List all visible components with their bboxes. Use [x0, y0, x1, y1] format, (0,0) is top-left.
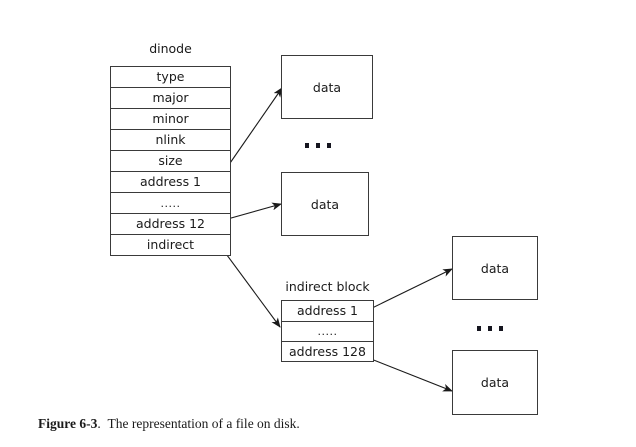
indirect-row-ellipsis: ..... [282, 322, 373, 342]
dinode-row-size[interactable]: size [111, 151, 230, 172]
arrow-indirect-to-indirect-block [220, 246, 281, 328]
data-block-2[interactable]: data [281, 172, 369, 236]
ellipsis-dot [316, 143, 320, 148]
data-block-3[interactable]: data [452, 236, 538, 300]
dinode-row-address-1[interactable]: address 1 [111, 172, 230, 193]
figure-caption-text: The representation of a file on disk. [107, 416, 300, 431]
dinode-row-indirect[interactable]: indirect [146, 237, 195, 253]
ellipsis-dot [305, 143, 309, 148]
indirect-block-title: indirect block [285, 279, 370, 294]
indirect-row-address-1[interactable]: address 1 [282, 301, 373, 322]
dinode-row-nlink[interactable]: nlink [111, 130, 230, 151]
figure-caption-separator: . [97, 416, 101, 431]
direct-blocks-ellipsis [305, 143, 331, 148]
arrow-address12-to-data2 [223, 202, 282, 221]
ellipsis-dot [488, 326, 492, 331]
dinode-table: type major minor nlink size address 1 ..… [110, 66, 231, 256]
indirect-row-address-128[interactable]: address 128 [289, 344, 366, 360]
arrow-indirect-address128-to-data4 [365, 356, 453, 392]
arrow-indirect-address1-to-data3 [365, 268, 453, 312]
dinode-row-type[interactable]: type [111, 67, 230, 88]
figure-caption: Figure 6-3. The representation of a file… [38, 416, 300, 432]
indirect-blocks-ellipsis [477, 326, 503, 331]
ellipsis-dot [327, 143, 331, 148]
indirect-block-table: address 1 ..... address 128 [281, 300, 374, 362]
data-block-4[interactable]: data [452, 350, 538, 415]
data-block-1[interactable]: data [281, 55, 373, 119]
dinode-row-minor[interactable]: minor [111, 109, 230, 130]
figure-number: Figure 6-3 [38, 416, 98, 431]
dinode-title: dinode [149, 41, 192, 56]
ellipsis-dot [477, 326, 481, 331]
ellipsis-dot [499, 326, 503, 331]
dinode-row-address-12[interactable]: address 12 [111, 214, 230, 235]
dinode-row-ellipsis: ..... [111, 193, 230, 214]
dinode-row-major[interactable]: major [111, 88, 230, 109]
